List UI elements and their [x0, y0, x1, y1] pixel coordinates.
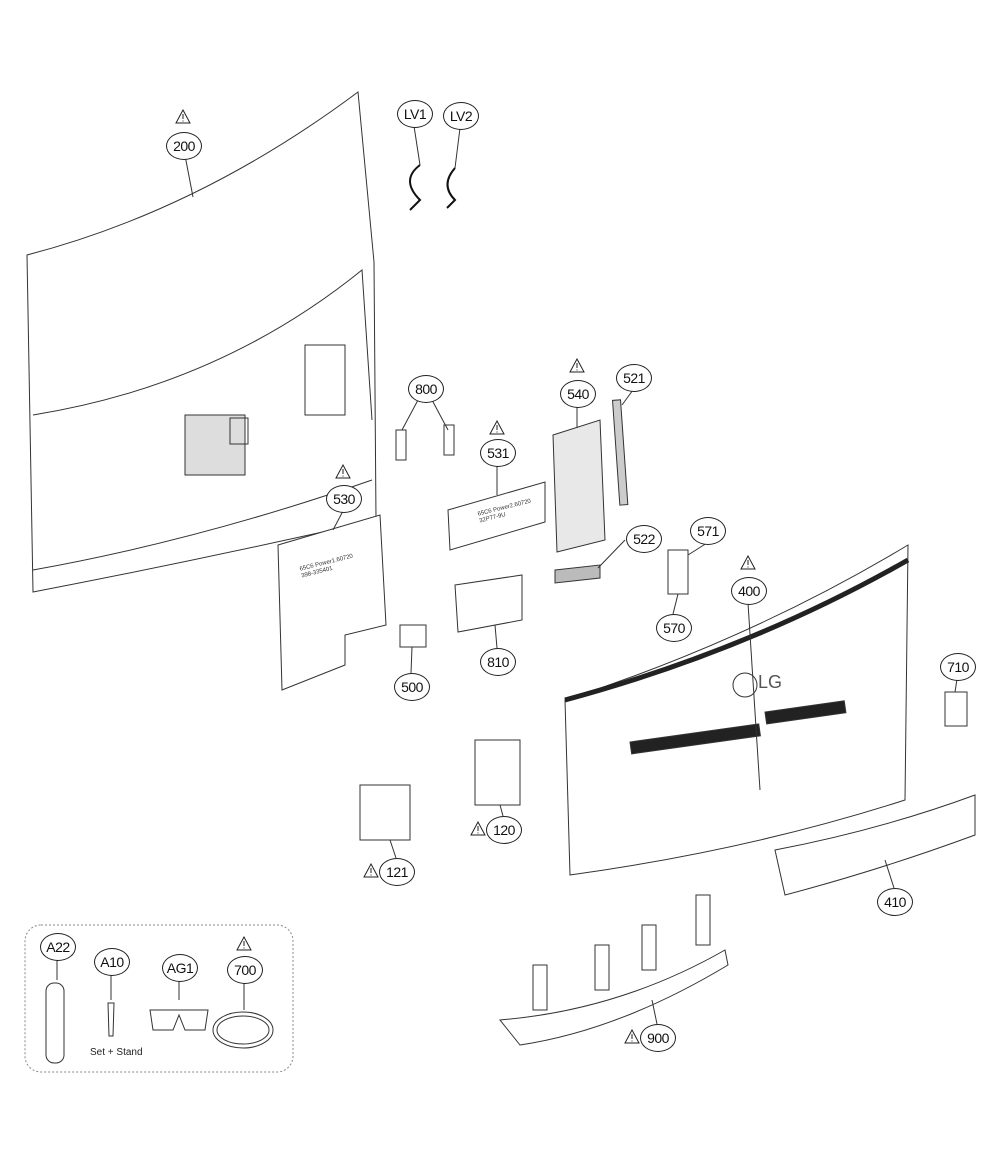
callout-530: 530 — [326, 485, 362, 513]
part-410-bottom-cover — [774, 794, 976, 896]
callout-410: 410 — [877, 888, 913, 916]
warning-icon — [335, 464, 351, 479]
part-531-power-board — [447, 481, 546, 551]
warning-icon — [175, 109, 191, 124]
warning-icon — [624, 1029, 640, 1044]
part-800-bracket-right — [443, 424, 455, 456]
part-lv2-cable — [446, 167, 457, 209]
accessory-box — [24, 924, 294, 1073]
part-522-cable — [554, 564, 601, 584]
part-a10-screw — [107, 1002, 115, 1037]
part-521-strip — [611, 399, 629, 506]
part-800-bracket-left — [395, 429, 407, 461]
accessory-note: Set + Stand — [90, 1047, 143, 1058]
callout-lv1: LV1 — [397, 100, 433, 128]
part-530-power-board — [277, 514, 387, 691]
callout-700: 700 — [227, 956, 263, 984]
callout-521: 521 — [616, 364, 652, 392]
part-lv1-cable — [409, 164, 422, 211]
part-540-main-board — [552, 419, 606, 553]
part-200-back-cover — [26, 91, 377, 593]
callout-ag1: AG1 — [162, 954, 198, 982]
part-400-front-cover — [564, 544, 910, 876]
callout-500: 500 — [394, 673, 430, 701]
warning-icon — [489, 420, 505, 435]
callout-a22: A22 — [40, 933, 76, 961]
part-120-speaker — [474, 739, 521, 806]
warning-icon — [740, 555, 756, 570]
part-710-cover — [944, 691, 968, 727]
callout-900: 900 — [640, 1024, 676, 1052]
part-121-speaker — [359, 784, 411, 841]
callout-570: 570 — [656, 614, 692, 642]
warning-icon — [363, 863, 379, 878]
callout-lv2: LV2 — [443, 102, 479, 130]
callout-540: 540 — [560, 380, 596, 408]
part-ag1-glasses — [149, 1009, 209, 1031]
callout-800: 800 — [408, 375, 444, 403]
part-700-power-cord — [212, 1011, 274, 1049]
callout-120: 120 — [486, 816, 522, 844]
part-570-571-module — [667, 549, 689, 595]
warning-icon — [569, 358, 585, 373]
warning-icon — [470, 821, 486, 836]
lg-logo: LG — [758, 672, 783, 692]
warning-icon — [236, 936, 252, 951]
part-900-stand — [499, 894, 729, 1046]
callout-522: 522 — [626, 525, 662, 553]
callout-400: 400 — [731, 577, 767, 605]
callout-a10: A10 — [94, 948, 130, 976]
callout-121: 121 — [379, 858, 415, 886]
callout-710: 710 — [940, 653, 976, 681]
part-500-module — [399, 624, 427, 648]
part-a22-remote — [45, 982, 65, 1064]
callout-200: 200 — [166, 132, 202, 160]
callout-531: 531 — [480, 439, 516, 467]
callout-571: 571 — [690, 517, 726, 545]
callout-810: 810 — [480, 648, 516, 676]
part-810-frame — [454, 574, 523, 633]
